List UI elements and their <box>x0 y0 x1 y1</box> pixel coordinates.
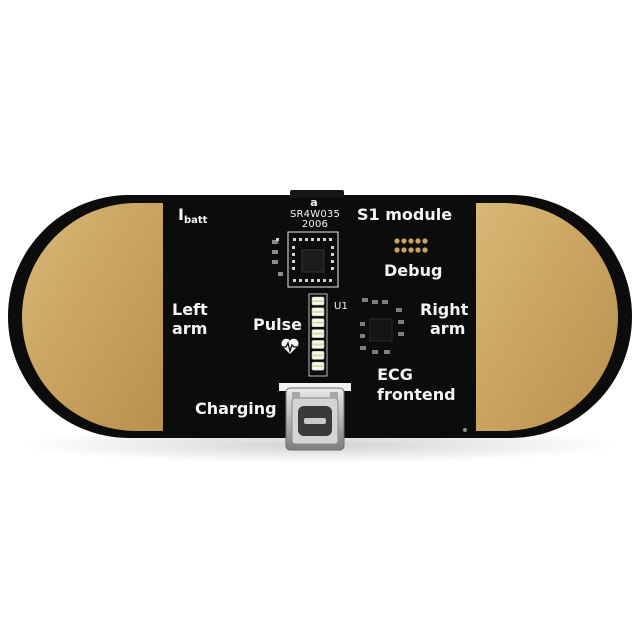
pulse-led-die <box>312 354 324 357</box>
chip-code-line2: 2006 <box>301 219 329 230</box>
pulse-led-die <box>312 321 324 324</box>
pulse-led-die <box>312 332 324 335</box>
pulse-label: Pulse <box>253 315 302 334</box>
heart-pulse-icon <box>281 338 299 354</box>
battery-current-label: Ibatt <box>178 205 208 227</box>
chip-code-line1: SR4W035 <box>289 209 341 220</box>
debug-label: Debug <box>384 261 443 280</box>
fiducial-mark <box>463 428 467 432</box>
passive-components-left <box>272 238 283 276</box>
right-arm-label-line1: Right <box>420 300 469 319</box>
led-bar-outline <box>308 293 328 377</box>
u1-label: U1 <box>334 301 349 312</box>
charging-label: Charging <box>195 399 277 418</box>
top-edge-bump <box>290 190 344 198</box>
left-arm-label-line1: Left <box>172 300 208 319</box>
pulse-led-bar <box>311 296 325 371</box>
s1-module-chip <box>301 249 325 273</box>
left-arm-electrode <box>22 203 163 431</box>
right-arm-label-line2: arm <box>430 319 466 338</box>
s1-module-outline <box>287 231 339 288</box>
pulse-led-die <box>312 300 324 302</box>
pulse-led-die <box>312 310 324 313</box>
ecg-label-line1: ECG <box>377 365 413 384</box>
pulse-led-die <box>312 343 324 346</box>
ecg-frontend-passives <box>360 298 404 354</box>
s1-module-label: S1 module <box>357 205 453 224</box>
debug-header-pads <box>392 237 432 255</box>
ecg-frontend-chip <box>369 318 393 342</box>
right-arm-electrode <box>476 203 618 431</box>
left-arm-label-line2: arm <box>172 319 208 338</box>
ecg-label-line2: frontend <box>377 385 456 404</box>
usb-c-connector-icon <box>279 383 351 451</box>
chip-logo: a <box>310 196 318 209</box>
s1-module-pads <box>292 238 334 282</box>
pulse-led-die <box>312 365 324 368</box>
